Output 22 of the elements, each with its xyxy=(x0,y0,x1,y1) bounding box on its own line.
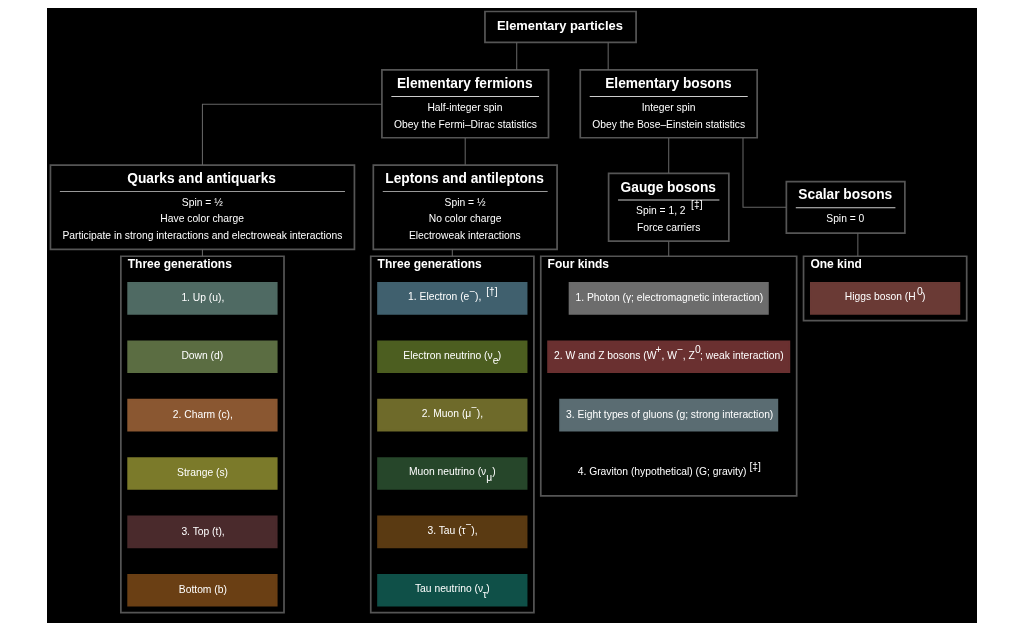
node-box: Leptons and antileptons Spin = ½ No color charge Electroweak interactions xyxy=(372,164,558,251)
node-box: Elementary fermions Half-integer spin Obey the Fermi–Dirac statistics xyxy=(381,69,550,139)
connector xyxy=(201,103,383,166)
connector xyxy=(607,42,609,71)
node-box: Elementary bosons Integer spin Obey the Bose–Einstein statistics xyxy=(579,69,759,139)
node-box: 2. Charm (c), xyxy=(127,398,278,432)
node-box: 3. Eight types of gluons (g; strong interaction) xyxy=(559,398,779,432)
connector xyxy=(668,137,670,174)
node-box: Scalar bosons Spin = 0 xyxy=(785,180,906,234)
node-box: Down (d) xyxy=(127,340,278,374)
connector xyxy=(516,42,518,71)
connector xyxy=(742,137,787,208)
node-box: Elementary particles xyxy=(484,10,637,44)
connector xyxy=(464,137,466,166)
node-box: Quarks and antiquarks Spin = ½ Have color charge Participate in strong interactions and electroweak interactions xyxy=(49,164,356,251)
node-box: 1. Up (u), xyxy=(127,282,278,315)
node-box: 1. Photon (γ; electromagnetic interaction) xyxy=(568,282,769,315)
node-box: Bottom (b) xyxy=(127,574,278,607)
connector xyxy=(857,232,859,257)
node-box: 3. Top (t), xyxy=(127,515,278,549)
connector xyxy=(668,240,670,257)
node-box: Strange (s) xyxy=(127,457,278,490)
